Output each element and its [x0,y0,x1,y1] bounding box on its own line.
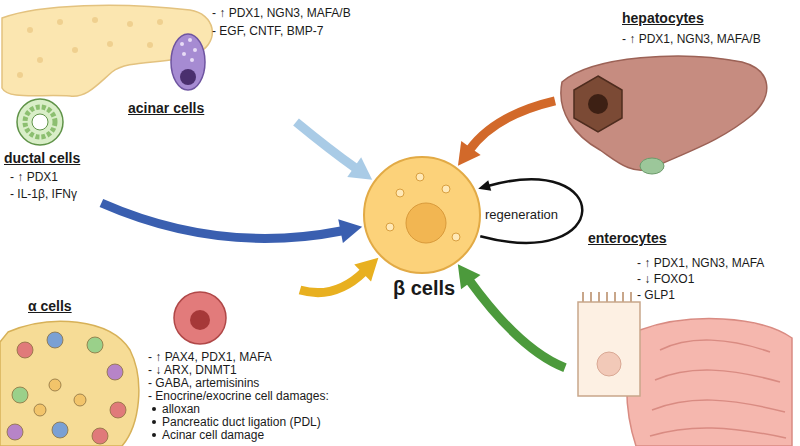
connector-line [296,122,356,168]
pancreas [2,5,212,96]
intestine-folds [650,340,786,438]
cell-source-node: hepatocytes - ↑ PDX1, NGN3, MAFA/B [555,4,770,180]
hepatocyte [574,76,622,132]
arrow-head [354,258,378,282]
beta-cell-title: β cells [360,277,488,300]
acinar-cell [171,34,205,90]
beta-cell-node: β cells [360,153,488,303]
arrow-head [458,264,481,289]
connector-arrow [101,203,362,243]
arrow-head [338,219,362,243]
bullet-text: Pancreatic duct ligation (PDL) [162,415,321,429]
connector-line [470,281,565,368]
bullet-text: Acinar cell damage [162,428,264,442]
cell-type-title: α cells [28,298,72,314]
factor-item: - GLP1 [637,288,675,302]
factor-item: - GABA, artemisinins [148,376,259,390]
connector-arrow [458,101,555,166]
cell-type-title: acinar cells [128,100,204,116]
cell-type-title: enterocytes [588,230,667,246]
bullet-dot [152,420,156,424]
factor-item: - ↑ PDX1, NGN3, MAFA/B [622,32,761,46]
pancreas-texture [17,17,163,78]
islet-cells [7,332,126,444]
connector-line [470,101,555,150]
bullet-text: alloxan [162,402,200,416]
cell-type-title: hepatocytes [622,10,704,26]
factor-item: - EGF, CNTF, BMP-7 [212,24,323,38]
connector-line [101,203,342,238]
islet [0,321,139,446]
connector-arrow [296,122,372,180]
alpha-cell [174,292,226,344]
arrow-head [458,141,481,166]
cell-source-node: ductal cells - ↑ PDX1 - IL-1β, IFNγ [0,100,130,203]
factor-item: - ↓ ARX, DNMT1 [148,363,237,377]
cell-source-node: enterocytes - ↑ PDX1, NGN3, MAFA - ↓ FOXO1… [565,226,797,444]
beta-cell-circle [360,153,484,277]
factor-item: - Enocrine/exocrine cell damages: [148,389,329,403]
factor-item: - ↑ PDX1, NGN3, MAFA [637,256,764,270]
factor-item: - ↑ PDX1 [10,170,58,184]
bullet-dot [152,407,156,411]
connector-arrow [458,264,565,367]
connector-arrow [300,258,378,293]
factor-item: - ↑ PDX1, NGN3, MAFA/B [212,6,351,20]
arrow-head [478,180,491,191]
edge-label: regeneration [484,207,559,222]
enterocyte [578,292,640,396]
cell-type-title: ductal cells [4,150,80,166]
connector-line [300,272,364,293]
sub-bullet-item: Pancreatic duct ligation (PDL) [150,415,321,429]
sub-bullet-item: alloxan [150,402,200,416]
factor-item: - IL-1β, IFNγ [10,187,77,201]
sub-bullet-item: Acinar cell damage [150,428,264,442]
factor-item: - ↑ PAX4, PDX1, MAFA [148,350,272,364]
connector-arrow [478,179,582,243]
intestine [627,319,792,446]
liver [561,56,767,170]
arrow-head [347,157,372,179]
cell-source-node: acinar cells - ↑ PDX1, NGN3, MAFA/B - EGF,… [120,0,355,122]
ductal-cell [17,99,63,145]
connector-line [480,179,582,243]
gallbladder [640,158,664,174]
cell-source-node: α cells - ↑ PAX4, PDX1, MAFA- ↓ ARX, DNMT… [20,290,370,446]
factor-item: - ↓ FOXO1 [637,272,694,286]
bullet-dot [152,433,156,437]
